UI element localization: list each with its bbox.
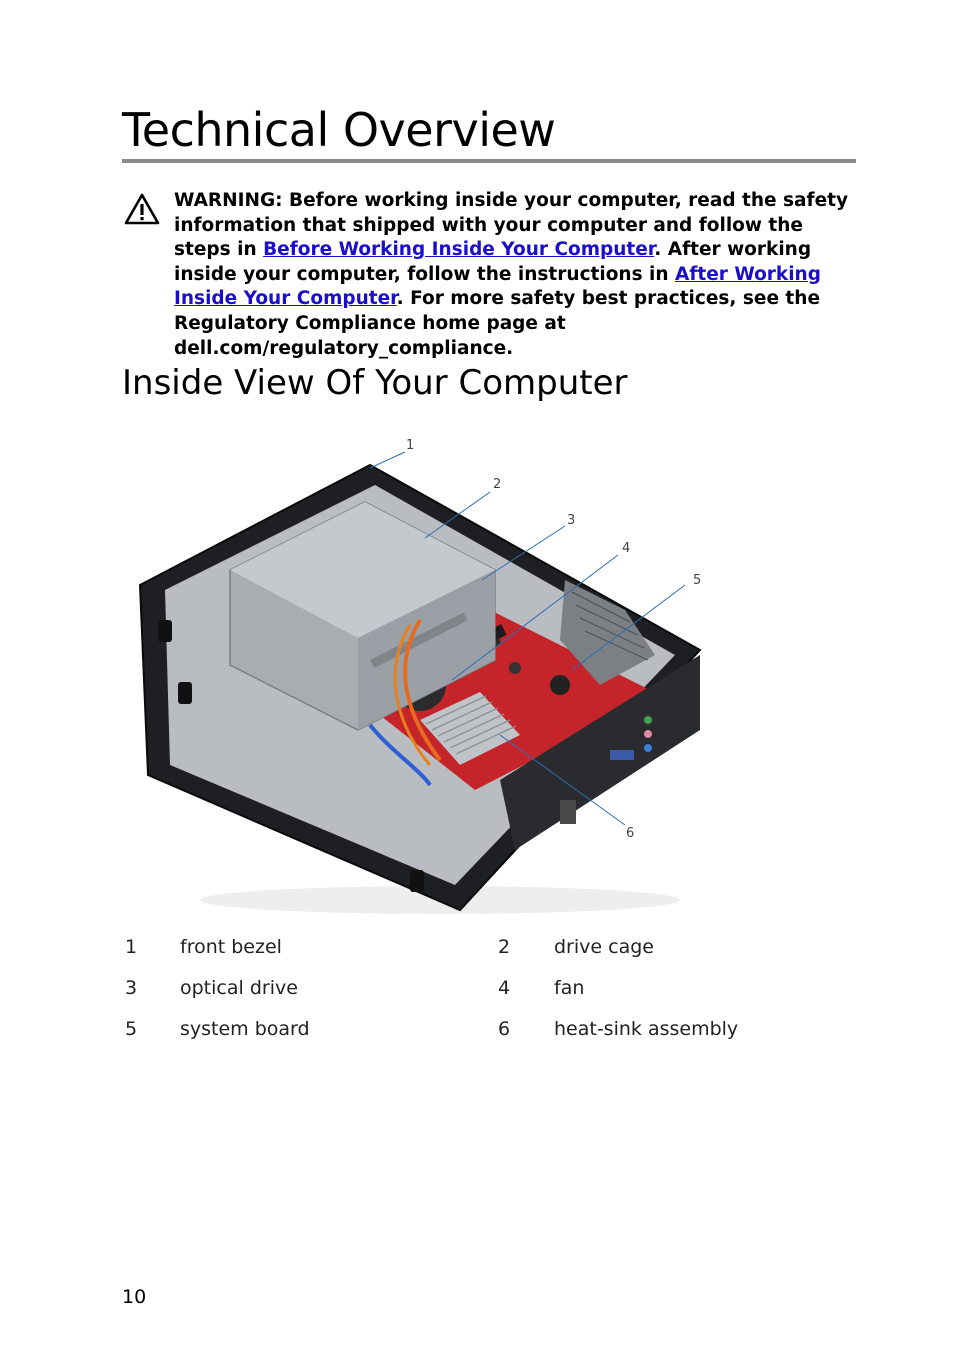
warning-message: WARNING: Before working inside your comp…	[174, 189, 854, 361]
legend-number: 1	[125, 936, 138, 958]
computer-inside-view-image: 1 2 3 4 5 6	[138, 438, 702, 914]
callout-legend: 1 front bezel 2 drive cage 3 optical dri…	[122, 932, 762, 1055]
warning-triangle-icon	[124, 193, 160, 225]
callout-2: 2	[493, 477, 501, 492]
legend-number: 5	[125, 1018, 138, 1040]
callout-1: 1	[406, 438, 414, 453]
legend-label: fan	[554, 977, 585, 999]
legend-row: 5 system board 6 heat-sink assembly	[122, 1014, 762, 1055]
legend-label: system board	[180, 1018, 310, 1040]
legend-number: 4	[498, 977, 511, 999]
legend-number: 6	[498, 1018, 511, 1040]
callout-4: 4	[622, 541, 630, 556]
legend-number: 3	[125, 977, 138, 999]
legend-row: 3 optical drive 4 fan	[122, 973, 762, 1014]
after-working-link[interactable]: After Working Inside Your Computer	[174, 263, 821, 310]
section-title: Inside View Of Your Computer	[122, 363, 628, 403]
callout-3: 3	[567, 513, 575, 528]
callout-5: 5	[693, 573, 701, 588]
warning-text-part: . For more safety best practices, see th…	[174, 288, 820, 359]
callout-6: 6	[626, 826, 634, 841]
warning-text-part: . After working inside your computer, fo…	[174, 239, 812, 285]
title-rule	[122, 159, 856, 163]
legend-row: 1 front bezel 2 drive cage	[122, 932, 762, 973]
legend-label: drive cage	[554, 936, 654, 958]
warning-text-part: WARNING: Before working inside your comp…	[174, 190, 849, 261]
before-working-link[interactable]: Before Working Inside Your Computer	[263, 239, 655, 261]
legend-number: 2	[498, 936, 511, 958]
legend-label: optical drive	[180, 977, 298, 999]
page-title: Technical Overview	[122, 103, 556, 157]
page-number: 10	[122, 1286, 147, 1308]
legend-label: front bezel	[180, 936, 282, 958]
legend-label: heat-sink assembly	[554, 1018, 739, 1040]
